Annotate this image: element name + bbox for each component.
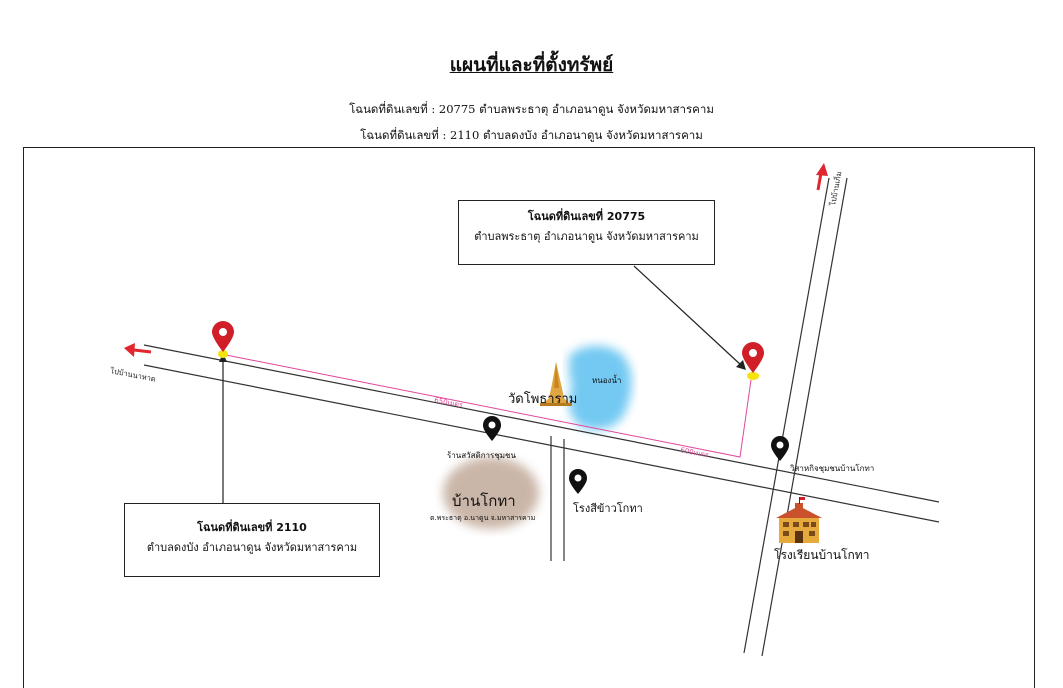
label-temple: วัดโพธาราม: [508, 391, 577, 407]
callout-location: ตำบลพระธาตุ อำเภอนาดูน จังหวัดมหาสารคาม: [474, 230, 699, 243]
callout-plot-20775: โฉนดที่ดินเลขที่ 20775 ตำบลพระธาตุ อำเภอ…: [458, 200, 715, 265]
location-pin-icon: [771, 436, 789, 461]
location-pin-icon: [212, 321, 234, 358]
label-village: บ้านโกทา: [452, 492, 516, 510]
callout-pointer: [222, 265, 743, 503]
temple-icon: [540, 362, 572, 406]
location-pin-icon: [569, 469, 587, 494]
label-road-north: ไปบ้านเก็ม: [827, 170, 844, 207]
map-title: แผนที่และที่ตั้งทรัพย์: [449, 54, 614, 76]
village-area: [443, 457, 539, 529]
pond: [569, 345, 632, 430]
north-road: [743, 177, 848, 657]
label-village-sub: ต.พระธาตุ อ.นาดูน จ.มหาสารคาม: [430, 514, 535, 522]
distance-label-600: 600เมตร: [680, 446, 710, 459]
location-pin-icon: [483, 416, 501, 441]
label-road-west: ไปบ้านนาหาด: [109, 366, 157, 384]
distance-label-650: 650เมตร: [434, 396, 464, 409]
deed-line-1: โฉนดที่ดินเลขที่ : 20775 ตำบลพระธาตุ อำเ…: [349, 102, 714, 116]
map-canvas: 650เมตร 600เมตร ไปบ้านนาหาด ไปบ้านเก็ม: [109, 163, 940, 657]
location-pin-icon: [742, 342, 764, 380]
school-icon: [776, 497, 822, 543]
map-frame: 650เมตร 600เมตร ไปบ้านนาหาด ไปบ้านเก็ม: [23, 147, 1035, 688]
label-enterprise: วิสาหกิจชุมชนบ้านโกทา: [789, 463, 874, 473]
distance-line: [220, 353, 752, 458]
callout-plot-2110: โฉนดที่ดินเลขที่ 2110 ตำบลดงบัง อำเภอนาด…: [124, 503, 380, 577]
label-school: โรงเรียนบ้านโกทา: [774, 548, 869, 562]
label-rice-mill: โรงสีข้าวโกทา: [573, 501, 643, 515]
label-shop: ร้านสวัสดิการชุมชน: [447, 451, 516, 460]
label-pond: หนองน้ำ: [592, 374, 621, 385]
arrowhead-icon: [736, 360, 746, 370]
main-road: [143, 344, 940, 523]
arrow-icon: [816, 163, 828, 191]
callout-title: โฉนดที่ดินเลขที่ 2110: [197, 521, 307, 534]
callout-title: โฉนดที่ดินเลขที่ 20775: [527, 210, 646, 223]
side-road: [550, 436, 565, 561]
deed-line-2: โฉนดที่ดินเลขที่ : 2110 ตำบลดงบัง อำเภอน…: [360, 128, 703, 142]
arrow-icon: [124, 343, 152, 357]
callout-location: ตำบลดงบัง อำเภอนาดูน จังหวัดมหาสารคาม: [146, 541, 358, 554]
